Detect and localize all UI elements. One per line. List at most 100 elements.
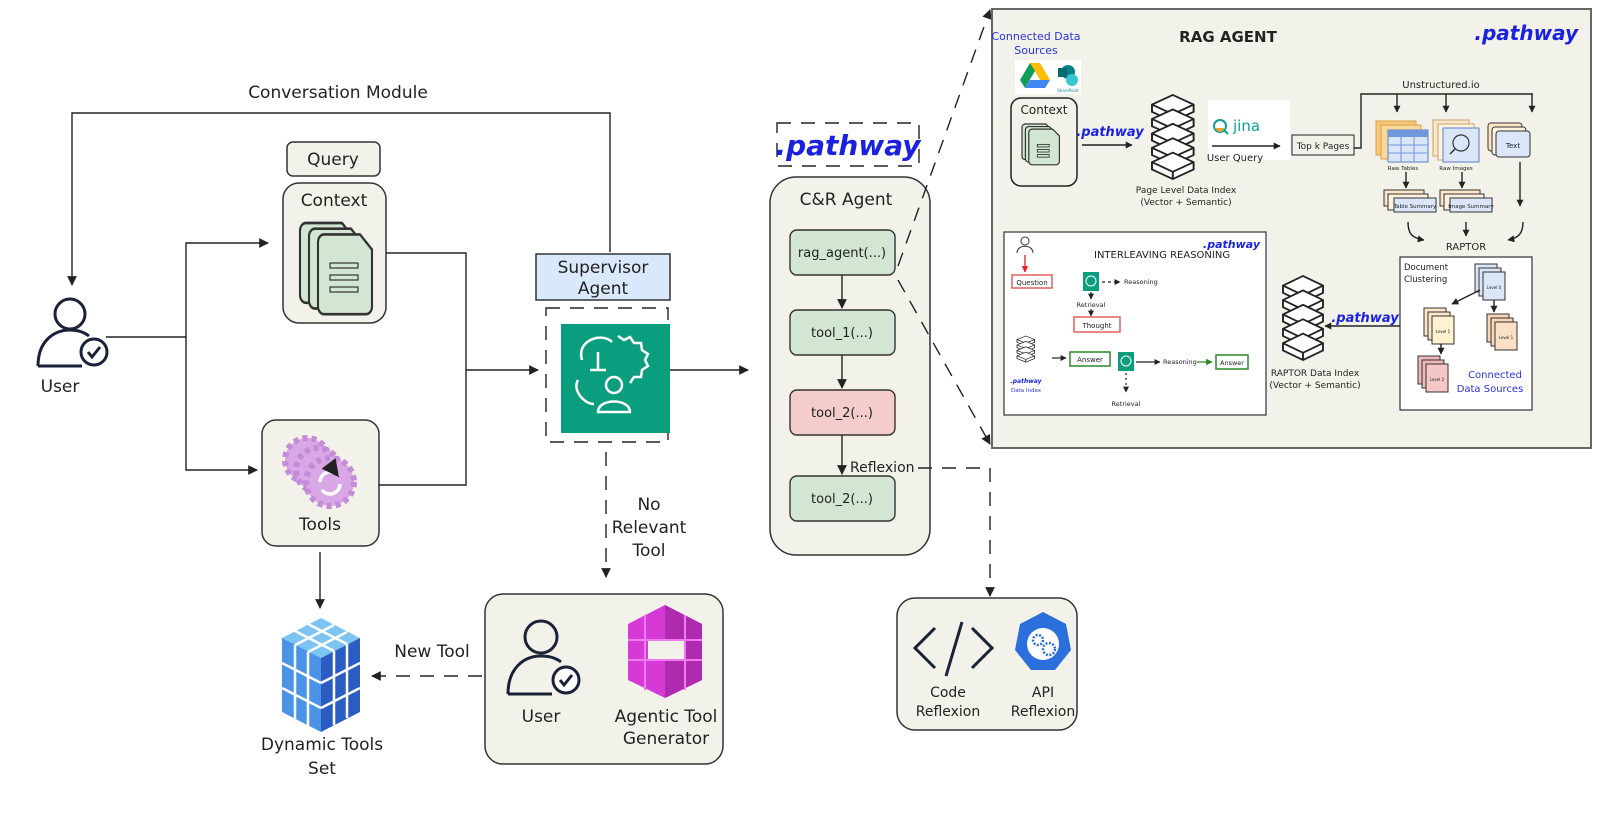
connected-ds-label-2: Data Sources [1457,384,1524,395]
gears-icon [282,435,357,509]
code-reflexion-label-2: Reflexion [916,704,981,720]
reflexion-connector [918,467,995,597]
user-label: User [41,377,80,397]
rag-pathway-arrow-brand: .pathway [1076,125,1144,140]
pathway-brand: .pathway [775,129,922,162]
no-relevant-label-1: No [637,495,660,515]
level1b-label: Level 1 [1499,335,1514,340]
user-to-context-connector [106,238,269,338]
connected-data-label-2: Sources [1014,44,1058,57]
brain-gear-user-icon [561,324,670,433]
google-drive-icon [1020,63,1050,88]
interleaving-pathway-brand: .pathway [1203,238,1261,251]
reasoning-label-2: Reasoning [1163,358,1197,366]
answer-label-2: Answer [1220,359,1244,367]
level1a-label: Level 1 [1436,329,1451,334]
conversation-module-title: Conversation Module [248,83,428,103]
page-index-stack-icon [1151,94,1195,180]
agent-step-3-label: tool_2(...) [811,406,873,421]
zoom-connector-top [897,9,992,267]
data-index-label: Data Index [1011,388,1042,394]
table-summary-to-raptor [1407,221,1425,243]
thought-box [1073,316,1121,333]
raptor-index-label-2: (Vector + Semantic) [1269,381,1360,391]
image-summary-card [1439,189,1493,213]
code-icon [912,621,995,677]
table-summary-label: Table Summary [1393,204,1437,210]
api-reflexion-label-2: Reflexion [1011,704,1076,720]
user-query-label: User Query [1207,153,1263,164]
query-box[interactable] [286,141,381,177]
answer-box-1 [1069,351,1111,367]
rag-context-label: Context [1020,103,1067,117]
connected-data-label-1: Connected Data [992,30,1081,43]
no-relevant-label-2: Relevant [612,518,687,538]
level0-card [1474,263,1506,301]
level0-label: Level 0 [1487,285,1502,290]
level0-to-level1a [1451,289,1481,305]
zoom-connector-bottom [897,279,991,445]
text-to-raptor [1507,221,1524,243]
cr-agent-title: C&R Agent [800,190,893,210]
user-to-tools-connector [185,337,258,475]
thought-label: Thought [1081,322,1111,330]
agent-step-4-box[interactable] [789,475,896,522]
data-index-pathway-brand: .pathway [1010,378,1042,385]
rag-pathway-brand: .pathway [1474,21,1579,45]
answer-label-1: Answer [1077,356,1103,364]
page-index-label-1: Page Level Data Index [1136,186,1237,196]
dynamic-tools-label-1: Dynamic Tools [261,735,383,755]
level1a-card [1423,307,1455,345]
level2-card [1417,355,1449,393]
raptor-index-stack-icon [1282,275,1324,361]
image-summary-label: Image Summary [1448,204,1494,210]
query-label: Query [307,150,359,170]
raptor-index-label-1: RAPTOR Data Index [1271,369,1360,379]
api-reflexion-label-1: API [1032,685,1054,701]
agent-steps: rag_agent(...)tool_1(...)tool_2(...)tool… [789,229,896,522]
retrieval-label-1: Retrieval [1077,301,1106,309]
reasoning-label-1: Reasoning [1124,278,1158,286]
context-to-supervisor-connector [386,252,467,370]
table-summary-card [1383,189,1437,213]
rag-context-box[interactable] [1010,97,1078,187]
doc-clustering-label-1: Document [1404,263,1449,273]
tools-to-supervisor-connector [379,365,539,486]
rag-agent-title: RAG AGENT [1179,28,1277,46]
answer-box-2 [1215,354,1249,370]
dynamic-tools-label-2: Set [308,759,336,779]
interleaving-title: INTERLEAVING REASONING [1094,250,1230,261]
raw-tables-label: Raw Tables [1388,166,1419,172]
jina-label: jina [1232,117,1260,135]
supervisor-agent-box[interactable] [535,253,671,301]
pathway-brand-frame [776,122,920,167]
llm-icon-1 [1083,272,1099,291]
small-index-stack-icon [1016,335,1036,363]
sharepoint-icon: SharePoint [1057,65,1079,93]
conversation-loop-connector [67,112,611,286]
question-box [1011,274,1053,289]
dynamic-tools-cube-icon [281,618,361,732]
tools-label: Tools [298,515,341,535]
doc-clustering-label-2: Clustering [1404,275,1447,285]
raw-images-label: Raw Images [1439,166,1473,172]
new-tool-label: New Tool [394,642,470,662]
supervisor-dashed-frame [545,307,669,443]
generator-label-1: Agentic Tool [615,707,718,727]
documents-icon [298,221,374,316]
agent-step-1-label: rag_agent(...) [798,246,886,261]
raptor-pathway-brand: .pathway [1331,311,1399,326]
context-label: Context [301,191,368,211]
unstructured-bus [1354,93,1533,149]
supervisor-label-1: Supervisor [558,258,649,278]
top-k-pages-box[interactable] [1291,134,1355,156]
llm-glyph-1 [1085,275,1097,287]
api-icon [1015,612,1071,670]
user-icon [36,297,109,368]
level1b-card [1486,313,1518,351]
llm-icon-2 [1118,352,1134,371]
interleaving-reasoning-box [1003,231,1267,416]
supervisor-label-2: Agent [578,279,629,299]
jina-logo-icon [1213,119,1229,135]
